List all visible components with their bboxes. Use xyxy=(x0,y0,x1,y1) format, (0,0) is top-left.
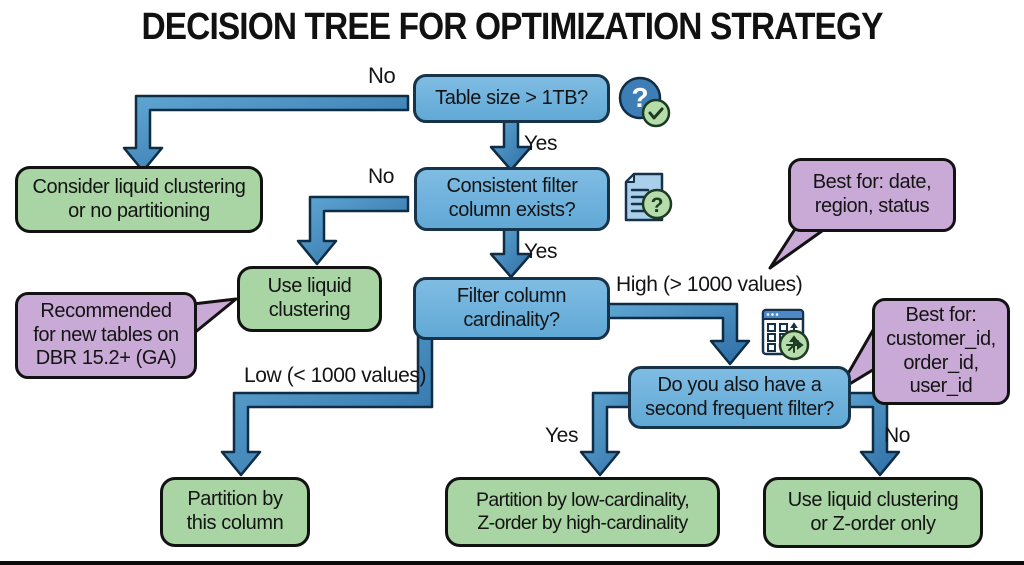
document-question-icon: ? xyxy=(624,172,673,222)
decision-filter-exists: Consistent filter column exists? xyxy=(414,167,610,231)
callout-low-card-examples: Best for: date, region, status xyxy=(788,158,956,232)
table-shuffle-icon xyxy=(761,308,810,361)
decision-cardinality-label: Filter column cardinality? xyxy=(456,284,567,331)
callout-low-card-examples-label: Best for: date, region, status xyxy=(812,171,932,217)
result-partition-zorder-label: Partition by low-cardinality, Z-order by… xyxy=(475,489,690,534)
shuffle-arrows-glyph xyxy=(786,335,804,353)
result-partition-column: Partition by this column xyxy=(160,477,310,547)
edge-label-card-high: High (> 1000 values) xyxy=(616,273,803,296)
result-use-liquid: Use liquid clustering xyxy=(237,266,382,332)
decision-table-size: Table size > 1TB? xyxy=(413,74,610,123)
arrow-card-low xyxy=(220,334,434,477)
callout-dbr-note-label: Recommended for new tables on DBR 15.2+ … xyxy=(33,300,179,370)
result-liquid-zorder: Use liquid clustering or Z-order only xyxy=(763,477,983,548)
decision-table-size-label: Table size > 1TB? xyxy=(435,86,588,109)
edge-label-card-low: Low (< 1000 values) xyxy=(244,364,427,387)
edge-label-filter-yes: Yes xyxy=(524,240,558,263)
arrow-card-high xyxy=(604,302,751,366)
result-use-liquid-label: Use liquid clustering xyxy=(267,275,352,321)
arrow-table-no xyxy=(122,94,410,173)
document-lines xyxy=(630,188,650,213)
bottom-edge-bar xyxy=(0,561,1024,565)
callout-high-card-examples-label: Best for: customer_id, order_id, user_id xyxy=(886,304,996,398)
result-partition-zorder: Partition by low-cardinality, Z-order by… xyxy=(445,477,720,547)
callout-tail-dbr xyxy=(191,297,238,336)
edge-label-second-yes: Yes xyxy=(545,424,579,447)
check-glyph xyxy=(648,107,664,120)
decision-cardinality: Filter column cardinality? xyxy=(413,277,610,340)
result-liquid-zorder-label: Use liquid clustering or Z-order only xyxy=(787,488,959,535)
arrow-second-no xyxy=(829,391,901,477)
callout-dbr-note: Recommended for new tables on DBR 15.2+ … xyxy=(15,292,197,379)
decision-filter-exists-label: Consistent filter column exists? xyxy=(446,175,578,221)
edge-label-table-no: No xyxy=(368,63,396,88)
diagram-title: DECISION TREE FOR OPTIMIZATION STRATEGY xyxy=(141,6,883,48)
result-partition-column-label: Partition by this column xyxy=(186,488,284,534)
question-glyph: ? xyxy=(651,194,664,217)
decision-second-filter: Do you also have a second frequent filte… xyxy=(628,366,851,429)
callout-high-card-examples: Best for: customer_id, order_id, user_id xyxy=(872,298,1010,405)
question-circle-check-icon: ? xyxy=(618,76,671,128)
arrow-filter-no xyxy=(296,195,410,266)
arrow-second-yes xyxy=(579,391,650,477)
callout-tail-low-card xyxy=(768,224,831,270)
edge-label-filter-no: No xyxy=(368,165,395,188)
edge-label-table-yes: Yes xyxy=(524,132,558,155)
edge-label-second-no: No xyxy=(884,424,911,447)
result-liquid-or-none: Consider liquid clustering or no partiti… xyxy=(15,166,263,233)
decision-second-filter-label: Do you also have a second frequent filte… xyxy=(645,373,834,420)
result-liquid-or-none-label: Consider liquid clustering or no partiti… xyxy=(32,175,246,222)
